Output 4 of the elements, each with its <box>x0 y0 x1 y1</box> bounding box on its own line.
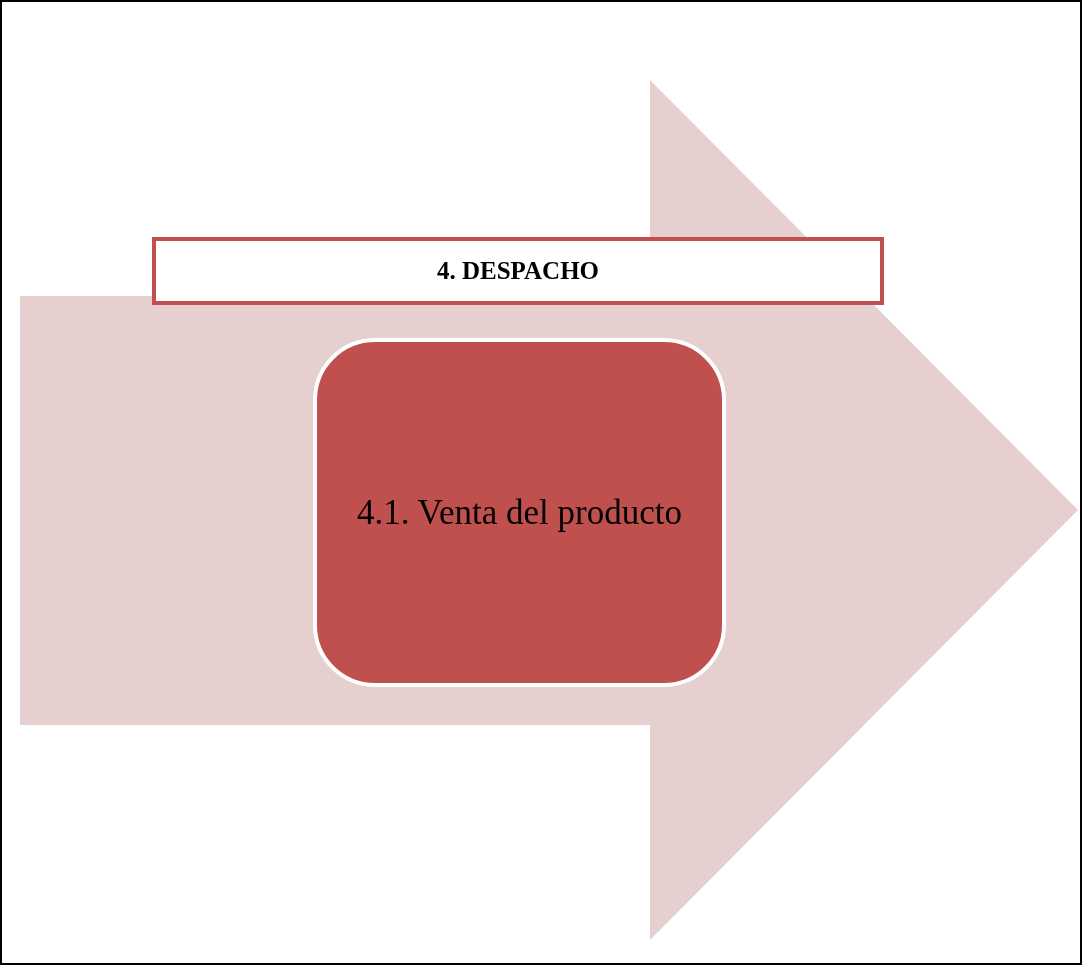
rounded-process-box <box>313 338 726 687</box>
heading-text: 4. DESPACHO <box>436 257 600 285</box>
process-label: 4.1. Venta del producto <box>357 492 682 533</box>
heading-box <box>152 237 884 305</box>
